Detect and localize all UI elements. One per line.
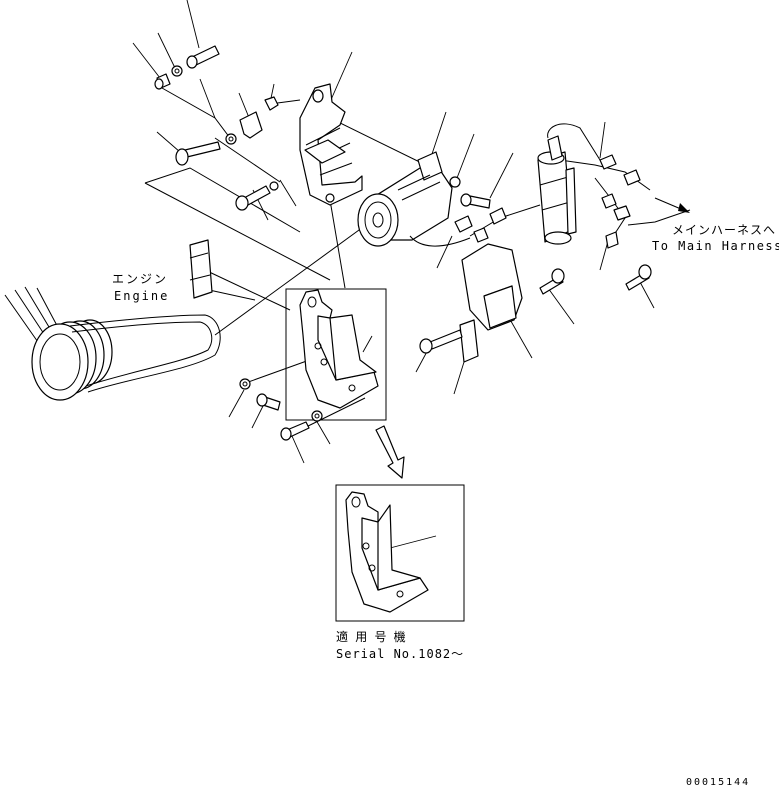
engine-pulley [4, 286, 221, 401]
engine-label-ja: エンジン [112, 272, 168, 286]
assembly-lines [144, 87, 441, 431]
compressor [357, 151, 491, 247]
fasteners-top-left [154, 45, 279, 211]
bolts-lower [239, 378, 323, 441]
bracket-detail-box [285, 288, 387, 421]
compressor-bracket [299, 83, 363, 206]
harness-label-ja: メインハーネスへ [672, 223, 776, 237]
wiring-harness [409, 123, 691, 249]
engine-side-bracket [189, 239, 213, 299]
harness-label-en: To Main Harness [652, 239, 779, 253]
drawing-number: 00015144 [686, 777, 750, 788]
leader-lines [132, 0, 655, 549]
engine-label-en: Engine [114, 289, 169, 303]
receiver-drier [537, 135, 577, 245]
serial-variant-box [335, 484, 465, 622]
serial-label-en: Serial No.1082～ [336, 647, 464, 661]
down-arrow-icon [375, 425, 405, 479]
cover [419, 243, 652, 363]
serial-label-ja: 適 用 号 機 [336, 629, 406, 644]
